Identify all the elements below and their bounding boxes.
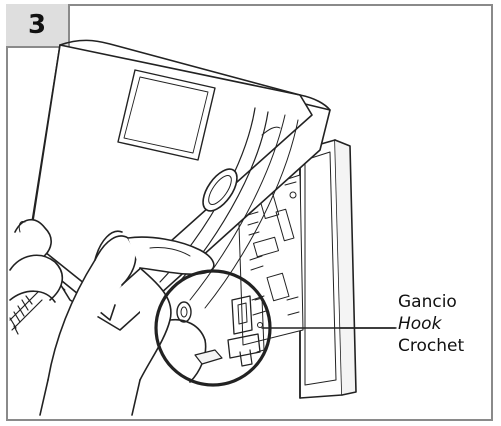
cable — [9, 291, 43, 335]
wall-bracket — [299, 139, 357, 399]
callout-italian: Gancio — [398, 292, 457, 312]
hook-callout: Gancio Hook Crochet — [398, 291, 464, 357]
step-badge: 3 — [6, 4, 70, 48]
callout-english: Hook — [398, 314, 442, 334]
circuit-board — [237, 174, 304, 346]
callout-french: Crochet — [398, 336, 465, 356]
left-hand — [9, 219, 64, 303]
step-number: 3 — [27, 10, 47, 40]
right-hand — [39, 230, 215, 416]
